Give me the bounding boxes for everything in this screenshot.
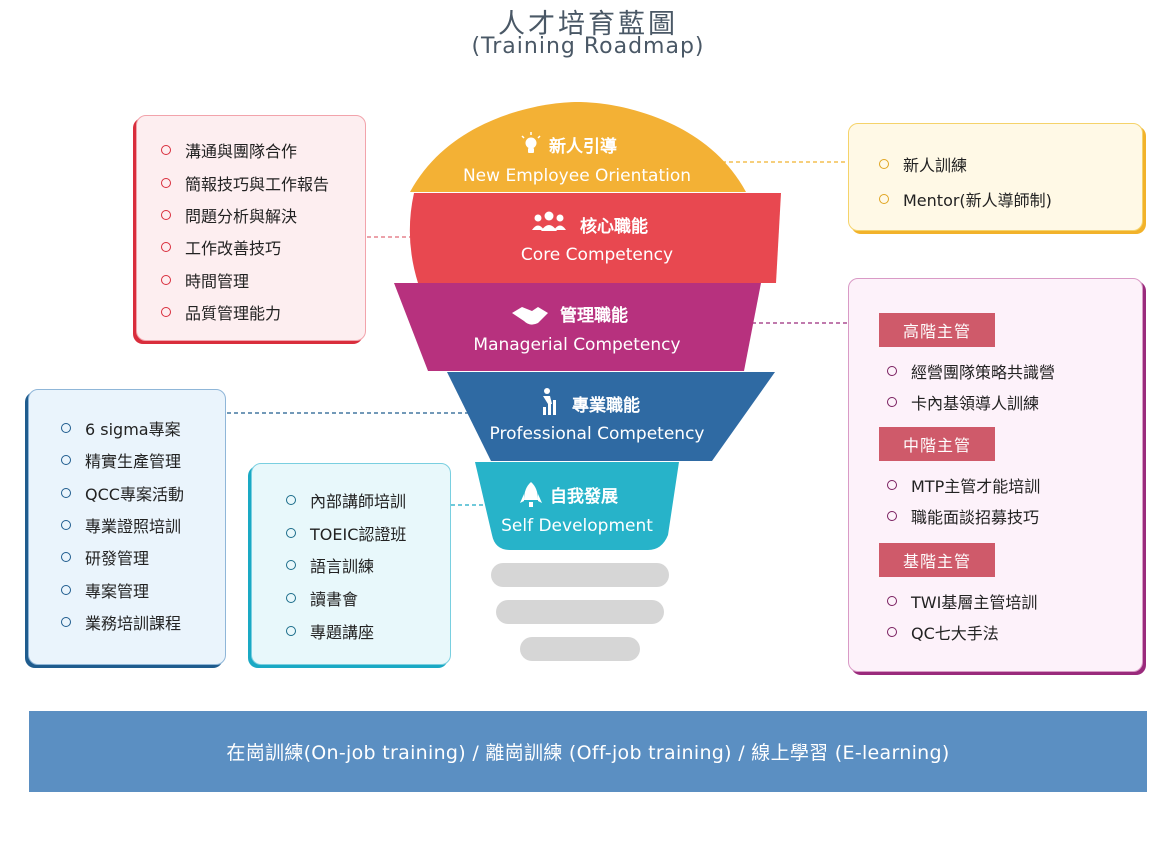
segment-professional-zh: 專業職能 bbox=[572, 395, 640, 416]
segment-managerial bbox=[394, 283, 761, 371]
bullet-icon bbox=[61, 584, 71, 595]
bullet-icon bbox=[161, 242, 171, 253]
list-item: 6 sigma專案 bbox=[61, 412, 225, 444]
bullet-icon bbox=[887, 365, 897, 376]
lightbulb-icon bbox=[521, 132, 541, 153]
segment-professional-en: Professional Competency bbox=[490, 424, 705, 444]
level-badge-middle: 中階主管 bbox=[879, 427, 995, 461]
list-item: 職能面談招募技巧 bbox=[887, 501, 1040, 533]
list-item: Mentor(新人導師制) bbox=[879, 181, 1142, 216]
self-development-box: 內部講師培訓 TOEIC認證班 語言訓練 讀書會 專題講座 bbox=[251, 463, 451, 665]
bullet-icon bbox=[879, 158, 889, 169]
bullet-icon bbox=[286, 527, 296, 538]
bullet-icon bbox=[61, 520, 71, 531]
list-item: 新人訓練 bbox=[879, 146, 1142, 181]
list-item: 內部講師培訓 bbox=[286, 484, 450, 517]
list-item: MTP主管才能培訓 bbox=[887, 469, 1040, 501]
list-item: 簡報技巧與工作報告 bbox=[161, 166, 365, 198]
people-icon bbox=[532, 211, 566, 231]
list-item: 溝通與團隊合作 bbox=[161, 134, 365, 166]
rocket-icon bbox=[520, 482, 542, 507]
bullet-icon bbox=[161, 177, 171, 188]
bullet-icon bbox=[887, 397, 897, 408]
segment-orientation-en: New Employee Orientation bbox=[463, 166, 691, 186]
handshake-icon bbox=[512, 307, 548, 325]
list-item: TWI基層主管培訓 bbox=[887, 585, 1037, 617]
segment-orientation bbox=[410, 102, 746, 192]
page-subtitle: (Training Roadmap) bbox=[471, 34, 705, 59]
list-item: 研發管理 bbox=[61, 541, 225, 573]
bullet-icon bbox=[161, 145, 171, 156]
list-item: 卡內基領導人訓練 bbox=[887, 387, 1055, 419]
training-methods-banner: 在崗訓練(On-job training) / 離崗訓練 (Off-job tr… bbox=[29, 711, 1147, 792]
climb-icon bbox=[543, 388, 556, 415]
bullet-icon bbox=[61, 616, 71, 627]
segment-professional bbox=[447, 372, 775, 461]
segment-self-en: Self Development bbox=[501, 516, 653, 536]
segment-managerial-zh: 管理職能 bbox=[560, 305, 628, 326]
list-item: 精實生產管理 bbox=[61, 444, 225, 476]
banner-text: 在崗訓練(On-job training) / 離崗訓練 (Off-job tr… bbox=[226, 742, 950, 764]
list-item: 經營團隊策略共識營 bbox=[887, 355, 1055, 387]
list-item: QC七大手法 bbox=[887, 617, 1037, 649]
list-item: TOEIC認證班 bbox=[286, 517, 450, 550]
list-item: 專業證照培訓 bbox=[61, 509, 225, 541]
list-item: 讀書會 bbox=[286, 582, 450, 615]
list-item: 品質管理能力 bbox=[161, 296, 365, 328]
bulb-base-1 bbox=[491, 563, 669, 587]
list-item: 專案管理 bbox=[61, 573, 225, 605]
bullet-icon bbox=[286, 495, 296, 506]
list-item: 工作改善技巧 bbox=[161, 231, 365, 263]
bulb-base-2 bbox=[496, 600, 664, 624]
bullet-icon bbox=[61, 423, 71, 434]
segment-orientation-zh: 新人引導 bbox=[549, 136, 617, 157]
segment-core-zh: 核心職能 bbox=[580, 216, 648, 237]
segment-managerial-en: Managerial Competency bbox=[473, 335, 680, 355]
bullet-icon bbox=[286, 560, 296, 571]
bullet-icon bbox=[879, 193, 889, 204]
bullet-icon bbox=[887, 595, 897, 606]
list-item: QCC專案活動 bbox=[61, 477, 225, 509]
bullet-icon bbox=[887, 479, 897, 490]
level-badge-senior: 高階主管 bbox=[879, 313, 995, 347]
segment-self-zh: 自我發展 bbox=[550, 486, 618, 507]
segment-self bbox=[475, 462, 679, 550]
bullet-icon bbox=[161, 274, 171, 285]
bullet-icon bbox=[61, 455, 71, 466]
list-item: 問題分析與解決 bbox=[161, 199, 365, 231]
bulb-base-3 bbox=[520, 637, 640, 661]
bullet-icon bbox=[887, 511, 897, 522]
bullet-icon bbox=[161, 307, 171, 318]
segment-core-en: Core Competency bbox=[521, 245, 673, 265]
segment-core bbox=[409, 193, 781, 283]
list-item: 時間管理 bbox=[161, 264, 365, 296]
managerial-competency-box: 高階主管 經營團隊策略共識營 卡內基領導人訓練 中階主管 MTP主管才能培訓 職… bbox=[848, 278, 1143, 672]
orientation-box: 新人訓練 Mentor(新人導師制) bbox=[848, 123, 1143, 231]
professional-competency-box: 6 sigma專案 精實生產管理 QCC專案活動 專業證照培訓 研發管理 專案管… bbox=[28, 389, 226, 665]
bullet-icon bbox=[161, 209, 171, 220]
bullet-icon bbox=[286, 593, 296, 604]
core-competency-box: 溝通與團隊合作 簡報技巧與工作報告 問題分析與解決 工作改善技巧 時間管理 品質… bbox=[136, 115, 366, 341]
page-title: 人才培育藍圖 bbox=[498, 9, 678, 40]
list-item: 語言訓練 bbox=[286, 549, 450, 582]
bullet-icon bbox=[286, 625, 296, 636]
bullet-icon bbox=[887, 627, 897, 638]
list-item: 專題講座 bbox=[286, 614, 450, 647]
list-item: 業務培訓課程 bbox=[61, 606, 225, 638]
level-badge-junior: 基階主管 bbox=[879, 543, 995, 577]
bullet-icon bbox=[61, 487, 71, 498]
bullet-icon bbox=[61, 552, 71, 563]
